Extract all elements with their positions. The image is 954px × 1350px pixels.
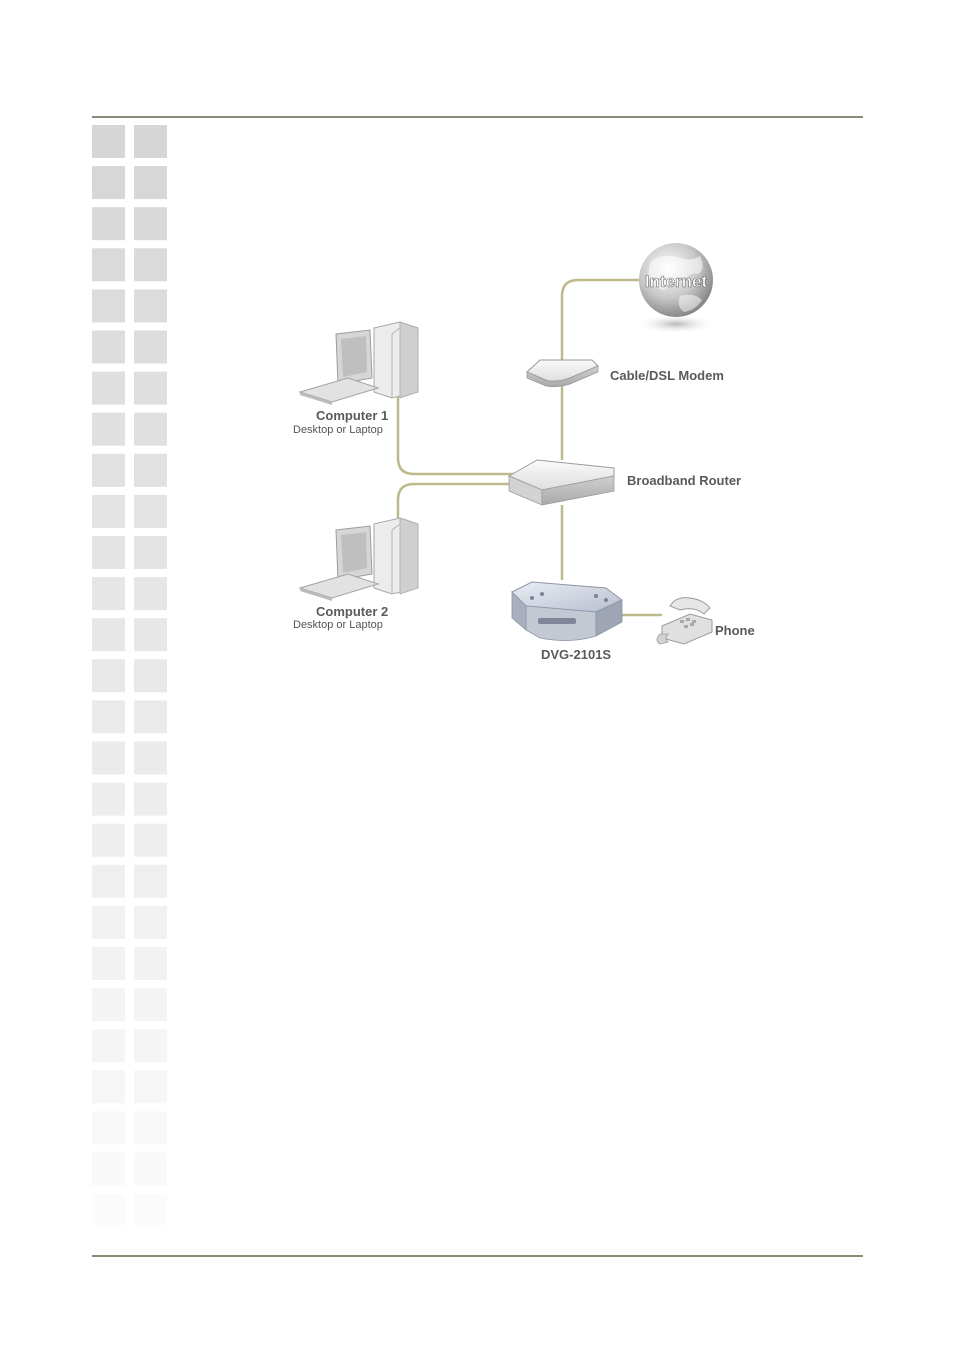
- grid-tile: [134, 1111, 167, 1145]
- cable-computer2-router: [396, 482, 515, 520]
- grid-tile: [92, 207, 125, 241]
- modem-label: Cable/DSL Modem: [610, 368, 724, 383]
- grid-tile: [134, 412, 167, 446]
- grid-tile: [92, 494, 125, 528]
- grid-tile: [134, 207, 167, 241]
- grid-tile: [134, 125, 167, 158]
- internet-globe-icon: Internet: [634, 243, 718, 334]
- grid-tile: [134, 1070, 167, 1104]
- grid-tile: [134, 618, 167, 652]
- decorative-tile-grid: [92, 125, 167, 1225]
- internet-label: Internet: [645, 272, 708, 291]
- phone-icon: [656, 597, 713, 645]
- grid-tile: [92, 782, 125, 816]
- dvg-device-icon: [511, 581, 623, 641]
- grid-tile: [92, 1029, 125, 1063]
- grid-tile: [92, 1070, 125, 1104]
- grid-tile: [92, 905, 125, 939]
- grid-tile: [134, 371, 167, 405]
- grid-tile: [92, 947, 125, 980]
- grid-tile: [92, 700, 125, 734]
- grid-tile: [92, 618, 125, 652]
- grid-tile: [92, 536, 125, 569]
- grid-tile: [92, 289, 125, 323]
- grid-tile: [134, 988, 167, 1022]
- grid-tile: [92, 659, 125, 693]
- grid-tile: [134, 905, 167, 939]
- grid-tile: [92, 125, 125, 158]
- modem-icon: [526, 359, 599, 388]
- computer-2-sublabel: Desktop or Laptop: [293, 619, 383, 631]
- grid-tile: [92, 1111, 125, 1145]
- grid-tile: [92, 453, 125, 487]
- bottom-rule: [92, 1255, 863, 1257]
- grid-tile: [134, 1029, 167, 1063]
- grid-tile: [92, 248, 125, 282]
- grid-tile: [134, 166, 167, 200]
- grid-tile: [92, 988, 125, 1022]
- grid-tile: [134, 1152, 167, 1186]
- grid-tile: [134, 700, 167, 734]
- grid-tile: [92, 864, 125, 898]
- grid-tile: [134, 289, 167, 323]
- computer-1-icon: [298, 321, 419, 405]
- grid-tile: [134, 823, 167, 857]
- grid-tile: [92, 823, 125, 857]
- device-label: DVG-2101S: [541, 647, 612, 662]
- grid-tile: [92, 1152, 125, 1186]
- grid-tile: [134, 536, 167, 569]
- cable-computer1-router: [396, 395, 515, 476]
- grid-tile: [92, 330, 125, 364]
- grid-tile: [134, 453, 167, 487]
- router-label: Broadband Router: [627, 473, 742, 488]
- grid-tile: [92, 166, 125, 200]
- computer-2-icon: [298, 517, 419, 601]
- router-icon: [507, 459, 615, 506]
- computer-1-label: Computer 1: [316, 408, 389, 423]
- grid-tile: [134, 330, 167, 364]
- grid-tile: [92, 1193, 125, 1225]
- computer-1-sublabel: Desktop or Laptop: [293, 424, 383, 436]
- grid-tile: [134, 494, 167, 528]
- grid-tile: [134, 248, 167, 282]
- grid-tile: [92, 577, 125, 611]
- grid-tile: [134, 782, 167, 816]
- grid-tile: [134, 864, 167, 898]
- top-rule: [92, 116, 863, 118]
- cables: [396, 278, 662, 617]
- grid-tile: [134, 659, 167, 693]
- grid-tile: [92, 371, 125, 405]
- grid-tile: [92, 412, 125, 446]
- grid-tile: [134, 577, 167, 611]
- grid-tile: [134, 947, 167, 980]
- grid-tile: [134, 741, 167, 775]
- computer-2-label: Computer 2: [316, 604, 389, 619]
- grid-tile: [92, 741, 125, 775]
- cable-internet-modem: [560, 278, 640, 360]
- phone-label: Phone: [715, 623, 755, 638]
- grid-tile: [134, 1193, 167, 1225]
